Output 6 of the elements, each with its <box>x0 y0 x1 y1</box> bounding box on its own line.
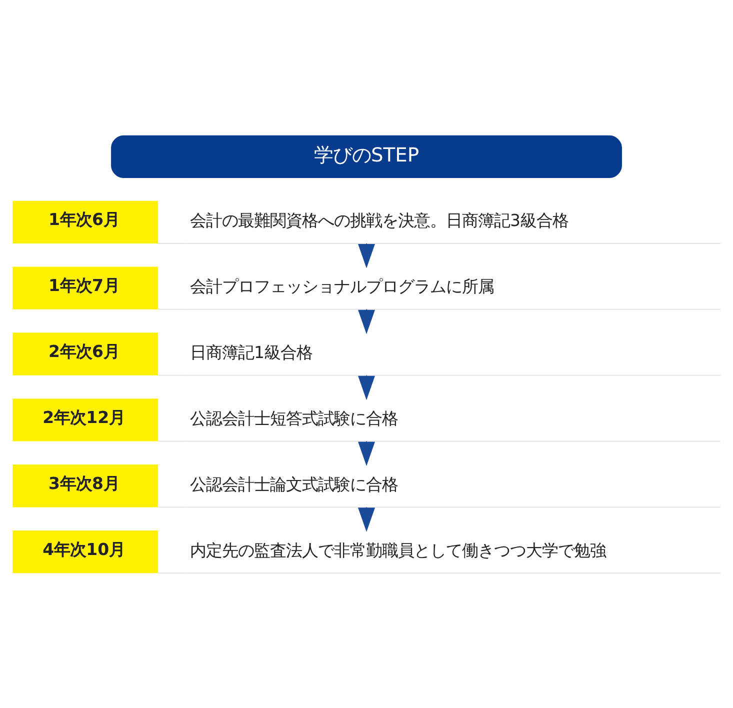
arrow <box>358 375 375 400</box>
arrow <box>358 441 375 466</box>
arrow <box>358 309 375 334</box>
node-box: 学びのSTEP <box>111 134 622 178</box>
arrow <box>358 507 375 532</box>
arrow <box>358 243 375 268</box>
